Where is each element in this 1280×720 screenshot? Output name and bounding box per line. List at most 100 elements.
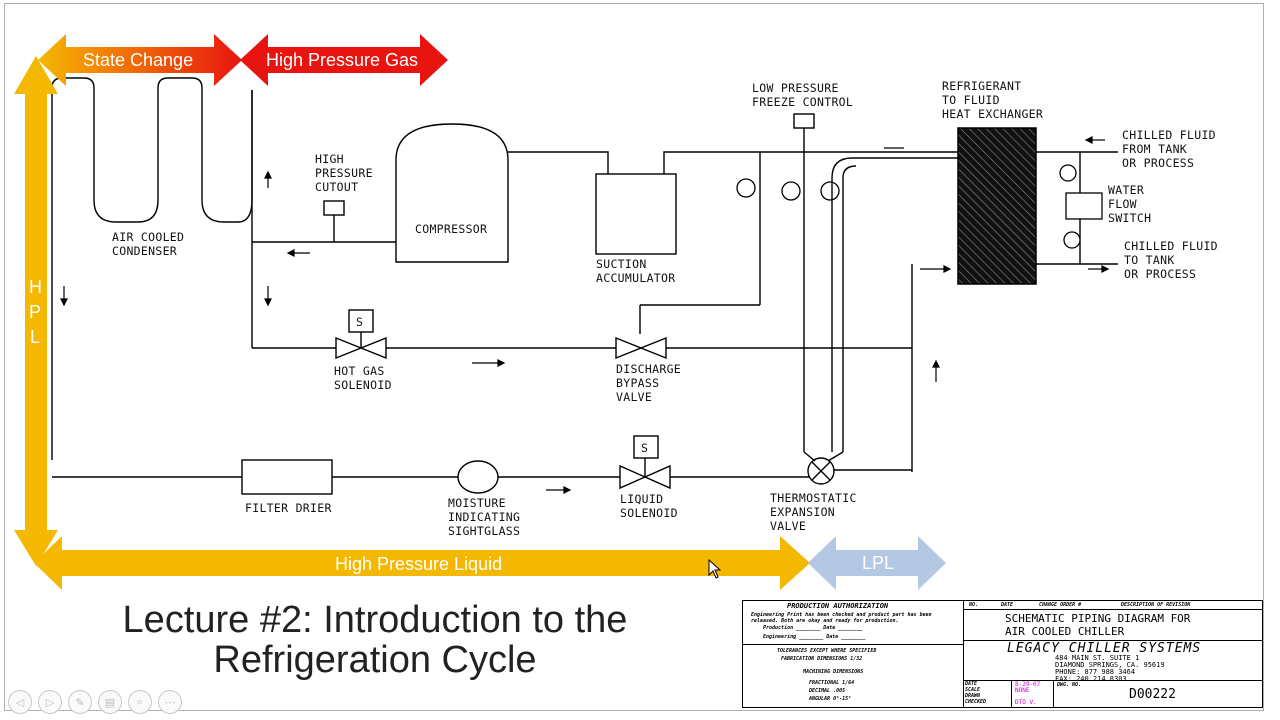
more-icon[interactable]: ⋯ [158,690,182,714]
production-line: Production ________ Date ________ [763,625,863,631]
high-pressure-liquid-label: High Pressure Liquid [335,554,502,574]
hp-cutout-label-1: HIGH [315,152,344,166]
discharge-bypass-valve [615,336,667,360]
slide-frame [4,3,1264,711]
hpl-letter-l: L [30,327,40,347]
state-change-arrow [38,34,242,86]
decimal-label: DECIMAL .005 [809,688,846,694]
freeze-control-switch [793,113,815,129]
freeze-label-2: FREEZE CONTROL [752,95,853,109]
drawing-title-1: SCHEMATIC PIPING DIAGRAM FOR [1005,612,1191,625]
dwg-number: D00222 [1129,687,1176,702]
filter-label: FILTER DRIER [245,501,332,515]
hpl-letter-h: H [29,277,42,297]
high-pressure-gas-arrow [240,34,448,86]
chilled-out-label-2: TO TANK [1124,253,1175,267]
back-icon[interactable]: ◁ [8,690,32,714]
chilled-in-label-1: CHILLED FLUID [1122,128,1216,142]
flow-switch [1065,192,1103,220]
slides-icon[interactable]: ▤ [98,690,122,714]
fractional-label: FRACTIONAL 1/64 [809,680,855,686]
chilled-in-label-3: OR PROCESS [1122,156,1194,170]
angular-label: ANGULAR 0°-15° [809,696,852,702]
slide-title: Lecture #2: Introduction to the Refriger… [90,600,660,680]
accumulator-label-2: ACCUMULATOR [596,271,675,285]
high-pressure-gas-label: High Pressure Gas [266,50,418,70]
hpl-letter-p: P [29,302,41,322]
condenser-coil [51,77,253,460]
hx-label-1: REFRIGERANT [942,79,1021,93]
tolerances-line-1: TOLERANCES EXCEPT WHERE SPECIFIED [777,648,877,654]
address-2: DIAMOND SPRINGS, CA. 95619 [1055,661,1165,669]
address-3: PHONE: 877 988 3464 [1055,668,1136,676]
lpl-arrow [808,536,946,590]
discharge-line [251,90,396,348]
expansion-valve [803,451,844,485]
heat-exchanger [957,127,1037,285]
filter-drier [241,459,333,495]
sightglass-label-1: MOISTURE [448,496,506,510]
flow-switch-label-3: SWITCH [1108,211,1151,225]
meta-label-drawn: DRAWN [965,693,981,699]
flow-switch-label-1: WATER [1108,183,1144,197]
compressor-label: COMPRESSOR [415,222,487,236]
expansion-label-1: THERMOSTATIC [770,491,857,505]
sightglass [457,460,499,494]
address-4: FAX: 240 214 8303 [1055,675,1127,683]
hot-gas-label-1: HOT GAS [334,364,385,378]
drawing-title-2: AIR COOLED CHILLER [1005,625,1125,638]
slideshow-controls: ◁ ▷ ✎ ▤ ⌕ ⋯ [8,690,182,714]
slide-title-line-2: Refrigeration Cycle [213,639,537,681]
production-note: Engineering Print has been checked and p… [751,612,932,624]
dwg-no-label: DWG. NO. [1057,682,1082,688]
flow-switch-label-2: FLOW [1108,197,1137,211]
liquid-s-mark: S [641,441,648,455]
liquid-solenoid-valve: S [619,435,671,490]
hx-label-3: HEAT EXCHANGER [942,107,1043,121]
drawing-title-block: PRODUCTION AUTHORIZATION Engineering Pri… [742,600,1263,708]
meta-value-scale: NONE [1015,687,1030,694]
meta-label-checked: CHECKED [965,699,987,705]
accumulator-label-1: SUCTION [596,257,647,271]
sightglass-label-3: SIGHTGLASS [448,524,520,538]
hp-cutout-label-2: PRESSURE [315,166,373,180]
bypass-label-1: DISCHARGE [616,362,681,376]
tolerances-line-2: FABRICATION DIMENSIONS 1/32 [781,656,863,662]
lpl-label: LPL [862,553,894,573]
high-pressure-liquid-arrow [34,536,810,590]
slide-title-line-1: Lecture #2: Introduction to the [122,599,628,641]
chilled-in-label-2: FROM TANK [1122,142,1187,156]
machining-label: MACHINING DIMENSIONS [803,669,864,675]
bypass-label-3: VALVE [616,390,652,404]
hpl-arrow [14,56,58,566]
hot-gas-solenoid-valve: S [335,309,387,360]
rev-header-date: DATE [1001,602,1014,608]
meta-value-checked: DTO V. [1015,699,1037,706]
zoom-icon[interactable]: ⌕ [128,690,152,714]
meta-label-scale: SCALE [965,687,981,693]
hx-label-2: TO FLUID [942,93,1000,107]
rev-header-change: CHANGE ORDER # [1039,602,1082,608]
condenser-label-1: AIR COOLED [112,230,184,244]
production-header: PRODUCTION AUTHORIZATION [787,602,889,610]
chilled-out-label-1: CHILLED FLUID [1124,239,1218,253]
suction-accumulator [595,173,677,255]
pen-icon[interactable]: ✎ [68,690,92,714]
meta-label-date: DATE [965,681,978,687]
sightglass-label-2: INDICATING [448,510,520,524]
engineering-line: Engineering ________ Date ________ [763,634,866,640]
play-icon[interactable]: ▷ [38,690,62,714]
chilled-out-label-3: OR PROCESS [1124,267,1196,281]
hp-cutout-switch [323,200,345,216]
address-1: 484 MAIN ST. SUITE 1 [1055,654,1140,662]
expansion-label-3: VALVE [770,519,806,533]
liquid-solenoid-label-2: SOLENOID [620,506,678,520]
hot-gas-s-mark: S [356,315,363,329]
condenser-label-2: CONDENSER [112,244,177,258]
suction-line [508,151,958,174]
rev-header-description: DESCRIPTION OF REVISION [1121,602,1191,608]
meta-value-date: 8-29-07 [1015,681,1041,688]
mouse-cursor-icon [708,559,722,579]
hot-gas-label-2: SOLENOID [334,378,392,392]
